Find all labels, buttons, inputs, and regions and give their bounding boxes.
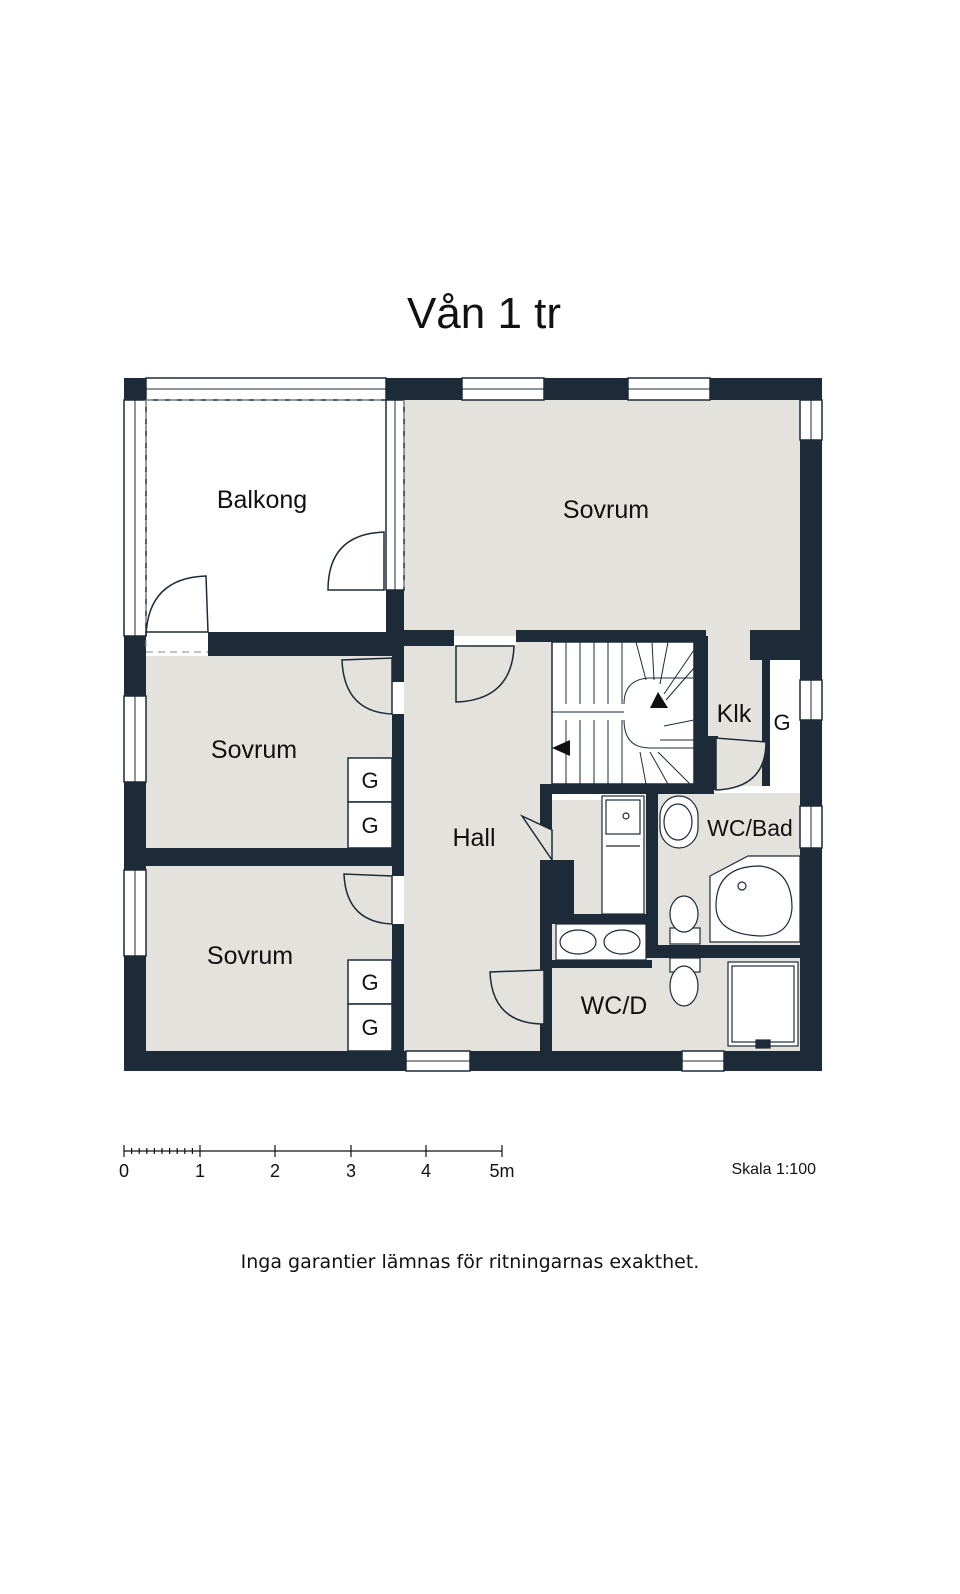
scale-tick-label: 4 xyxy=(421,1161,431,1181)
balcony-outline xyxy=(145,399,405,653)
scale-text: Skala 1:100 xyxy=(731,1161,816,1178)
label-wc-bad: WC/Bad xyxy=(707,815,793,841)
label-wc-d: WC/D xyxy=(581,992,648,1020)
scale-tick-label: 1 xyxy=(195,1161,205,1181)
label-balkong: Balkong xyxy=(217,486,307,514)
disclaimer: Inga garantier lämnas för ritningarnas e… xyxy=(241,1251,700,1273)
door-storage xyxy=(519,814,553,863)
scale-tick-label: 3 xyxy=(346,1161,356,1181)
door-main-bedroom xyxy=(455,645,515,703)
staircase xyxy=(551,641,695,785)
scale-tick-label: 5m xyxy=(489,1161,514,1181)
doors xyxy=(145,531,767,1025)
closet-labels: G G G G G xyxy=(361,710,790,1040)
scale-tick-label: 2 xyxy=(270,1161,280,1181)
closet-klk xyxy=(768,660,800,786)
closet-mid-1 xyxy=(347,757,393,803)
closet-mid-2 xyxy=(347,801,393,849)
door-wc-d xyxy=(489,969,545,1025)
scale-bar: 0 1 2 3 4 5m Skala 1:100 xyxy=(119,1145,816,1181)
door-balcony-upper xyxy=(327,531,385,591)
label-sovrum-main: Sovrum xyxy=(563,496,649,524)
door-bedroom-mid xyxy=(341,657,393,715)
room-labels: Balkong Sovrum Sovrum Sovrum Hall Klk WC… xyxy=(207,486,793,1020)
label-sovrum-low: Sovrum xyxy=(207,942,293,970)
label-sovrum-mid: Sovrum xyxy=(211,736,297,764)
main-bedroom-floor xyxy=(404,400,800,636)
shower xyxy=(727,961,799,1047)
sink-laundry xyxy=(605,799,641,835)
closet-low-2 xyxy=(347,1003,393,1052)
door-wc-bad xyxy=(715,737,767,791)
fixtures xyxy=(555,795,801,1049)
closet-label: G xyxy=(361,768,378,793)
label-hall: Hall xyxy=(452,824,495,852)
closets xyxy=(347,757,393,1052)
closet-label: G xyxy=(773,710,790,735)
closet-label: G xyxy=(361,813,378,838)
closet-label: G xyxy=(361,1015,378,1040)
door-balcony-lower xyxy=(145,575,209,637)
scale-tick-label: 0 xyxy=(119,1161,129,1181)
label-klk: Klk xyxy=(717,700,752,728)
plan-title: Vån 1 tr xyxy=(407,289,561,338)
closet-label: G xyxy=(361,970,378,995)
toilet-d xyxy=(669,965,699,1007)
toilet-bad xyxy=(669,895,699,933)
walls xyxy=(124,378,822,1071)
door-bedroom-low xyxy=(343,873,393,925)
